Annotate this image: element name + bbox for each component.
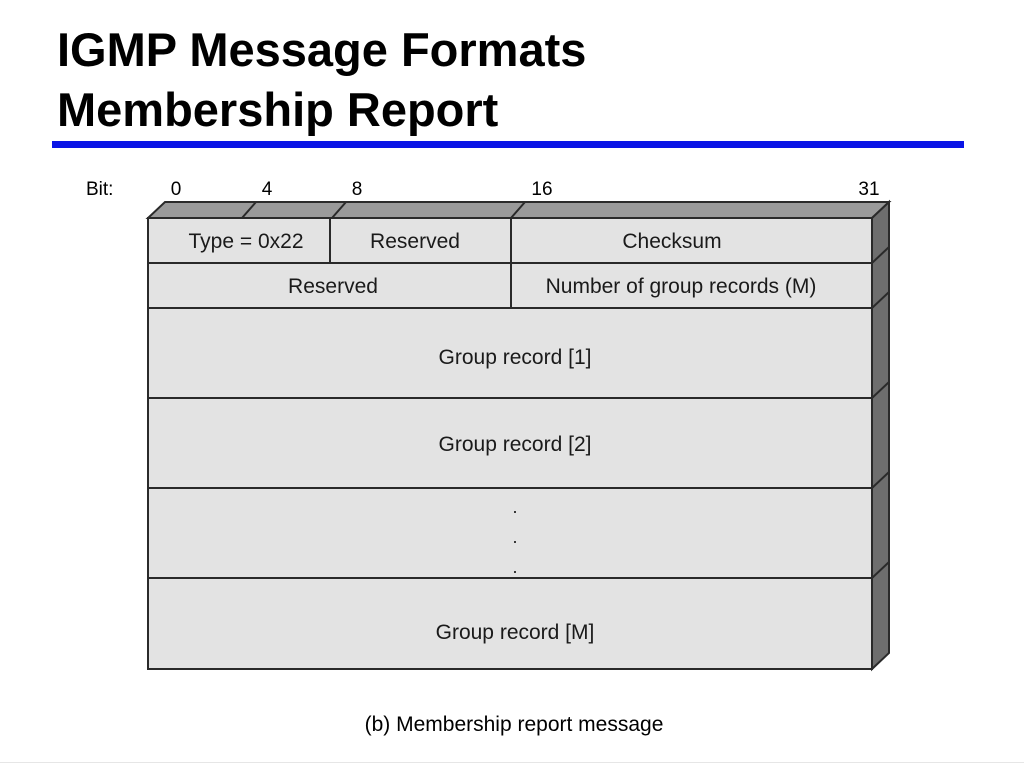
side-sep-2 [871, 291, 890, 309]
bit-tick-31: 31 [858, 179, 879, 200]
field-group-record-1: Group record [1] [439, 346, 592, 369]
side-sep-3 [871, 381, 890, 399]
field-number-of-group-records: Number of group records (M) [546, 275, 817, 298]
top-tick-16 [510, 201, 526, 219]
bit-tick-16: 16 [531, 179, 552, 200]
box-side-face [871, 199, 890, 672]
title-underline [52, 141, 964, 148]
ellipsis-dot-2: · [512, 531, 518, 551]
ellipsis-dot-3: · [512, 561, 518, 581]
field-type: Type = 0x22 [189, 230, 304, 253]
title-line-1: IGMP Message Formats [57, 23, 587, 76]
field-reserved-2: Reserved [288, 275, 378, 298]
ellipsis-dot-1: · [512, 501, 518, 521]
field-checksum: Checksum [622, 230, 721, 253]
title-line-2: Membership Report [57, 83, 499, 136]
top-tick-4 [241, 201, 257, 219]
diagram-caption: (b) Membership report message [365, 713, 664, 736]
slide-title: IGMP Message Formats Membership Report [57, 20, 586, 140]
side-sep-5 [871, 561, 890, 579]
top-tick-8 [331, 201, 347, 219]
bit-label: Bit: [86, 179, 113, 200]
footer-divider [0, 762, 1024, 763]
field-group-record-2: Group record [2] [439, 433, 592, 456]
bit-tick-0: 0 [171, 179, 182, 200]
field-group-record-m: Group record [M] [436, 621, 595, 644]
bit-tick-8: 8 [352, 179, 363, 200]
field-reserved-1: Reserved [370, 230, 460, 253]
side-sep-4 [871, 471, 890, 489]
bit-tick-4: 4 [262, 179, 273, 200]
side-sep-1 [871, 246, 890, 264]
